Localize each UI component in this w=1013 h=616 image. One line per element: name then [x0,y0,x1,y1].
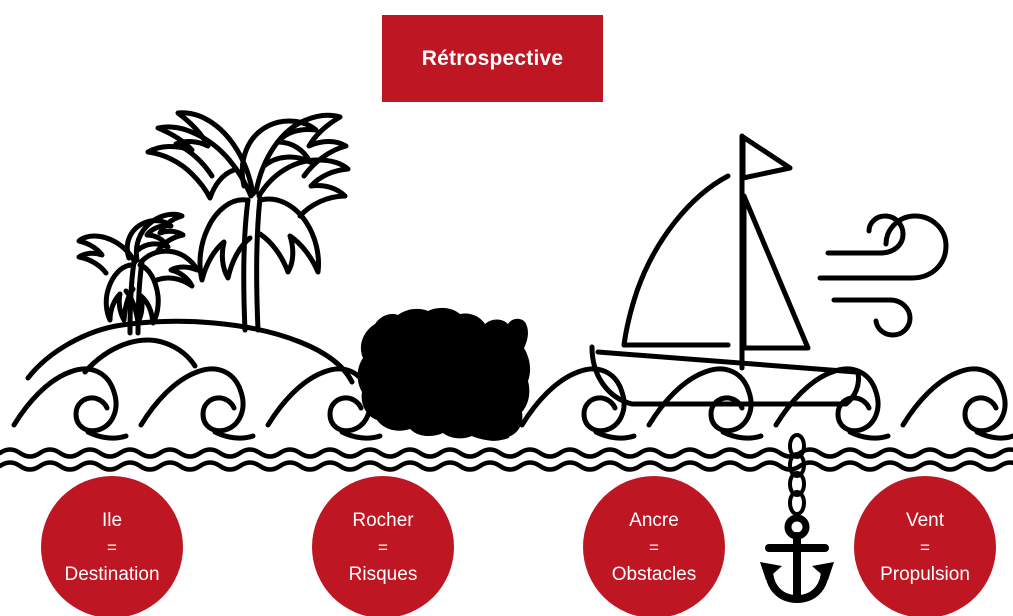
wave-curl [11,366,129,441]
page-title: Rétrospective [421,46,564,70]
palm-small-frond-1 [76,233,138,276]
legend-operator: = [107,537,117,557]
wind-line-middle [817,213,949,281]
legend-circle-vent[interactable]: Vent = Propulsion [854,476,996,616]
legend-meaning: Risques [348,563,418,585]
legend-symbol: Vent [905,509,945,531]
palm-small-crown-top [124,218,174,261]
legend-circle-rocher[interactable]: Rocher = Risques [312,476,454,616]
legend-operator: = [920,537,930,557]
wave-curl [900,366,1013,441]
anchor-fluke-right [812,562,834,580]
anchor-group [760,433,834,603]
legend-circle-ancre[interactable]: Ancre = Obstacles [583,476,725,616]
palm-small-frond-4 [123,262,161,326]
palm-large-trunk-2 [254,195,263,333]
palm-large-crown-top [239,118,319,189]
legend-symbol: Ancre [629,509,679,531]
palm-large-frond-6 [197,197,253,283]
palm-large-trunk [241,197,251,333]
palm-large-frond-1 [145,124,254,201]
island-inner-mound [82,337,198,375]
legend-symbol: Ile [101,509,123,531]
anchor-chain [788,433,806,516]
wave-curl [265,366,383,441]
anchor-fluke-left [760,562,782,580]
anchor-body [765,514,829,603]
waterline-bottom [0,460,1013,472]
palm-small-frond-5 [103,262,136,323]
legend-circle-ile[interactable]: Ile = Destination [41,476,183,616]
legend-meaning: Obstacles [611,563,697,585]
palm-large-frond-4 [256,157,351,219]
waterline-group [0,447,1013,472]
palm-large-frond-5 [257,196,321,275]
boat-pennant-flag [740,134,793,181]
wave-curl [138,366,256,441]
palm-large-frond-3 [253,112,349,195]
island-dome [25,318,355,385]
legend-operator: = [378,537,388,557]
boat-boom-spar [595,349,859,375]
legend-meaning: Propulsion [880,563,970,585]
wave-curl [646,366,764,441]
wind-line-top [825,213,906,256]
wave-curl [392,366,510,441]
legend-meaning: Destination [64,563,160,585]
anchor-arms [765,565,829,603]
legend-symbol: Rocher [352,509,414,531]
wind-group [817,213,949,338]
boat-jib-sail [741,193,811,351]
wind-line-bottom [831,297,913,338]
island-group [25,110,355,385]
waterline-top [0,447,1013,459]
palm-large-frond-2 [173,110,256,197]
waves-group [11,366,1013,441]
wave-curl [519,366,637,441]
sailboat-group [589,133,861,407]
palm-small-frond-3 [138,248,200,289]
boat-main-sail [621,173,731,348]
title-banner: Rétrospective [382,15,603,102]
legend-operator: = [649,537,659,557]
wave-curl [773,366,891,441]
